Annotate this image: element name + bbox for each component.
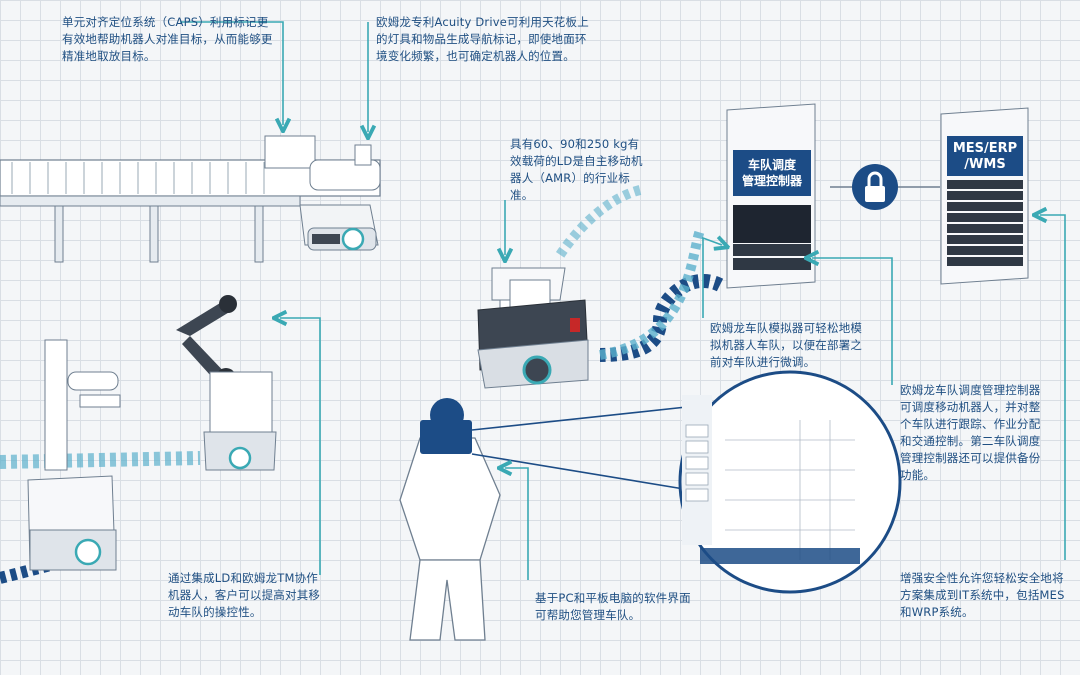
ld-mobile-robot bbox=[477, 267, 589, 389]
caption-payload: 具有60、90和250 kg有效载荷的LD是自主移动机器人（AMR）的行业标准。 bbox=[510, 137, 643, 202]
caption-security: 增强安全性允许您轻松安全地将方案集成到IT系统中，包括MES和WRP系统。 bbox=[900, 571, 1065, 619]
caption-caps: 单元对齐定位系统（CAPS）利用标记更有效地帮助机器人对准目标，从而能够更精准地… bbox=[62, 15, 273, 63]
caption-software: 基于PC和平板电脑的软件界面可帮助您管理车队。 bbox=[535, 591, 691, 622]
fleet-controller-label-line2: 管理控制器 bbox=[741, 174, 802, 188]
caption-fleet-simulator: 欧姆龙车队模拟器可轻松地模拟机器人车队，以便在部署之前对车队进行微调。 bbox=[710, 321, 863, 369]
software-magnifier bbox=[678, 370, 902, 594]
fleet-manager-cabinet bbox=[726, 103, 816, 289]
caption-acuity-drive: 欧姆龙专利Acuity Drive可利用天花板上的灯具和物品生成导航标记，即使地… bbox=[376, 15, 589, 63]
operator-person bbox=[399, 398, 501, 641]
caption-fleet-manager: 欧姆龙车队调度管理控制器可调度移动机器人，并对整个车队进行跟踪、作业分配和交通控… bbox=[900, 383, 1041, 482]
mes-label-line1: MES/ERP bbox=[952, 141, 1018, 156]
security-lock-icon bbox=[830, 164, 940, 210]
callout-lines bbox=[180, 21, 1066, 580]
fleet-controller-label: 车队调度 管理控制器 bbox=[733, 157, 811, 189]
fleet-controller-label-line1: 车队调度 bbox=[747, 158, 796, 172]
caption-tm-cobot: 通过集成LD和欧姆龙TM协作机器人，客户可以提高对其移动车队的操控性。 bbox=[168, 571, 321, 619]
mes-label: MES/ERP /WMS bbox=[947, 141, 1023, 173]
mes-server-rack bbox=[940, 107, 1029, 285]
tm-cobot-robot bbox=[176, 295, 277, 471]
mes-label-line2: /WMS bbox=[964, 157, 1006, 172]
conveyor-belt bbox=[0, 135, 381, 263]
mobile-manipulator-robot bbox=[27, 339, 121, 571]
